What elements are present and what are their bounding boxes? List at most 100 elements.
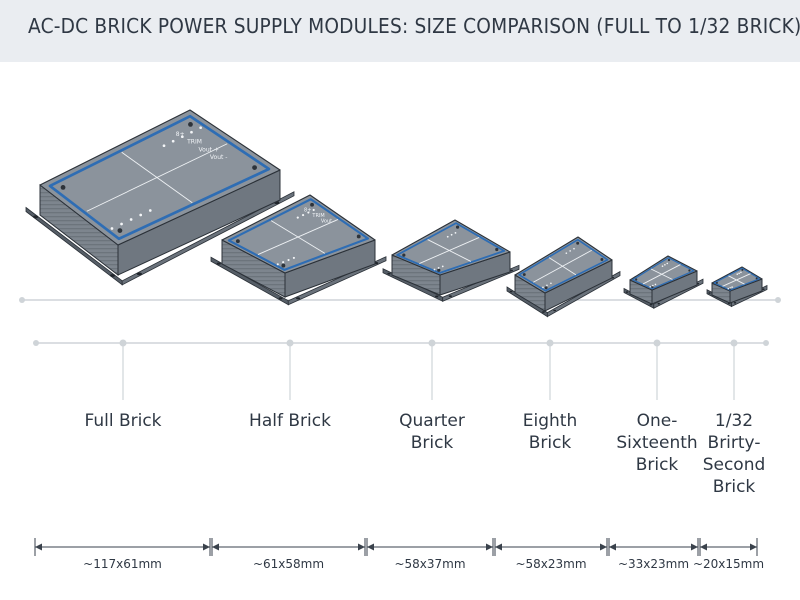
module-label-line: 1/32 <box>714 411 754 431</box>
mount-hole <box>657 302 660 305</box>
blue-trim <box>713 267 761 291</box>
dimension-line-3 <box>366 538 494 556</box>
mount-hole <box>733 302 737 304</box>
pin-dot <box>171 139 175 143</box>
pin-dot <box>664 263 666 266</box>
leader-dot <box>119 339 127 347</box>
module-label-line: Sixteenth <box>616 433 698 453</box>
pin-label: Vout - <box>321 219 336 225</box>
corner-screw <box>188 122 193 127</box>
pin-dot <box>282 261 285 264</box>
dimension-label-6: ~20x15mm <box>692 557 765 571</box>
pin-dot <box>307 211 310 214</box>
pin-dot <box>550 282 552 285</box>
mount-hole <box>110 274 116 277</box>
pin-dot <box>292 256 295 259</box>
corner-screw <box>60 185 66 190</box>
corner-screw <box>544 286 548 290</box>
label-rule-end-dot <box>763 340 769 346</box>
leader-dot <box>546 339 554 347</box>
mount-hole <box>387 272 391 275</box>
pin-dot <box>731 286 733 288</box>
leader-dot <box>653 339 661 347</box>
blue-trim <box>396 222 506 274</box>
module-label-line: Brick <box>635 455 679 475</box>
pin-dot <box>129 218 133 221</box>
dimension-lines <box>34 538 758 556</box>
mount-hole <box>625 291 629 293</box>
dimension-label-3: ~58x37mm <box>394 557 466 571</box>
pin-dot <box>450 233 453 236</box>
title-bar: AC-DC BRICK POWER SUPPLY MODULES: SIZE C… <box>0 0 800 62</box>
corner-screw <box>600 258 604 261</box>
mount-hole <box>33 215 39 219</box>
corner-screw <box>356 234 361 239</box>
dimension-label-4: ~58x23mm <box>515 557 587 571</box>
corner-screw <box>117 228 123 234</box>
center-line <box>722 273 751 287</box>
corner-screw <box>755 277 758 280</box>
pin-dot <box>454 231 457 234</box>
mount-hole <box>509 269 513 272</box>
leader-dot <box>428 339 436 347</box>
dimension-label-2: ~61x58mm <box>252 557 325 571</box>
page-title: AC-DC BRICK POWER SUPPLY MODULES: SIZE C… <box>28 14 800 38</box>
pin-dot <box>729 287 731 289</box>
dimension-arrow <box>203 543 210 551</box>
pin-dot <box>542 286 544 289</box>
center-line <box>419 237 480 264</box>
dimension-line-1 <box>34 538 211 556</box>
dimension-arrow <box>212 543 219 551</box>
center-line <box>533 249 592 283</box>
pin-dot <box>441 265 444 268</box>
corner-screw <box>402 253 406 257</box>
mount-hole <box>216 262 221 265</box>
dimension-arrow <box>35 543 42 551</box>
pin-dot <box>652 284 654 287</box>
module-label-line: Full Brick <box>84 411 162 431</box>
corner-screw <box>281 263 286 268</box>
corner-screw <box>495 247 499 252</box>
pin-label: Vout - <box>210 154 228 161</box>
center-line <box>257 219 339 255</box>
module-label-line: Second <box>702 455 766 475</box>
mount-hole <box>509 290 513 293</box>
module-label-line: Brirty- <box>707 433 761 453</box>
corner-screw <box>455 225 460 229</box>
pin-dot <box>433 268 436 271</box>
mount-hole <box>448 295 452 297</box>
dimension-arrow <box>358 543 365 551</box>
pin-dot <box>199 126 202 130</box>
blue-trim <box>518 238 609 292</box>
baseline-end-dot <box>19 297 25 303</box>
corner-screw <box>635 278 638 281</box>
pin-dot <box>139 213 143 217</box>
dimension-line-4 <box>494 538 608 556</box>
pin-dot <box>276 263 279 266</box>
dimension-line-2 <box>211 538 366 556</box>
pin-dot <box>110 227 114 230</box>
corner-screw <box>522 273 526 276</box>
pin-dot <box>296 216 299 219</box>
pin-label: TRIM <box>186 139 202 146</box>
blue-trim <box>227 198 370 271</box>
module-4 <box>506 236 621 318</box>
baseline-end-dot <box>775 297 781 303</box>
mount-hole <box>708 292 711 294</box>
pin-dot <box>666 262 669 265</box>
pin-dot <box>727 287 730 290</box>
dimension-arrow <box>495 543 502 551</box>
center-line <box>86 143 228 212</box>
dimension-arrow <box>367 543 374 551</box>
label-rule-end-dot <box>33 340 39 346</box>
dimension-arrow <box>750 543 757 551</box>
mount-hole <box>541 311 545 313</box>
pin-dot <box>565 252 568 254</box>
pin-dot <box>661 265 664 267</box>
